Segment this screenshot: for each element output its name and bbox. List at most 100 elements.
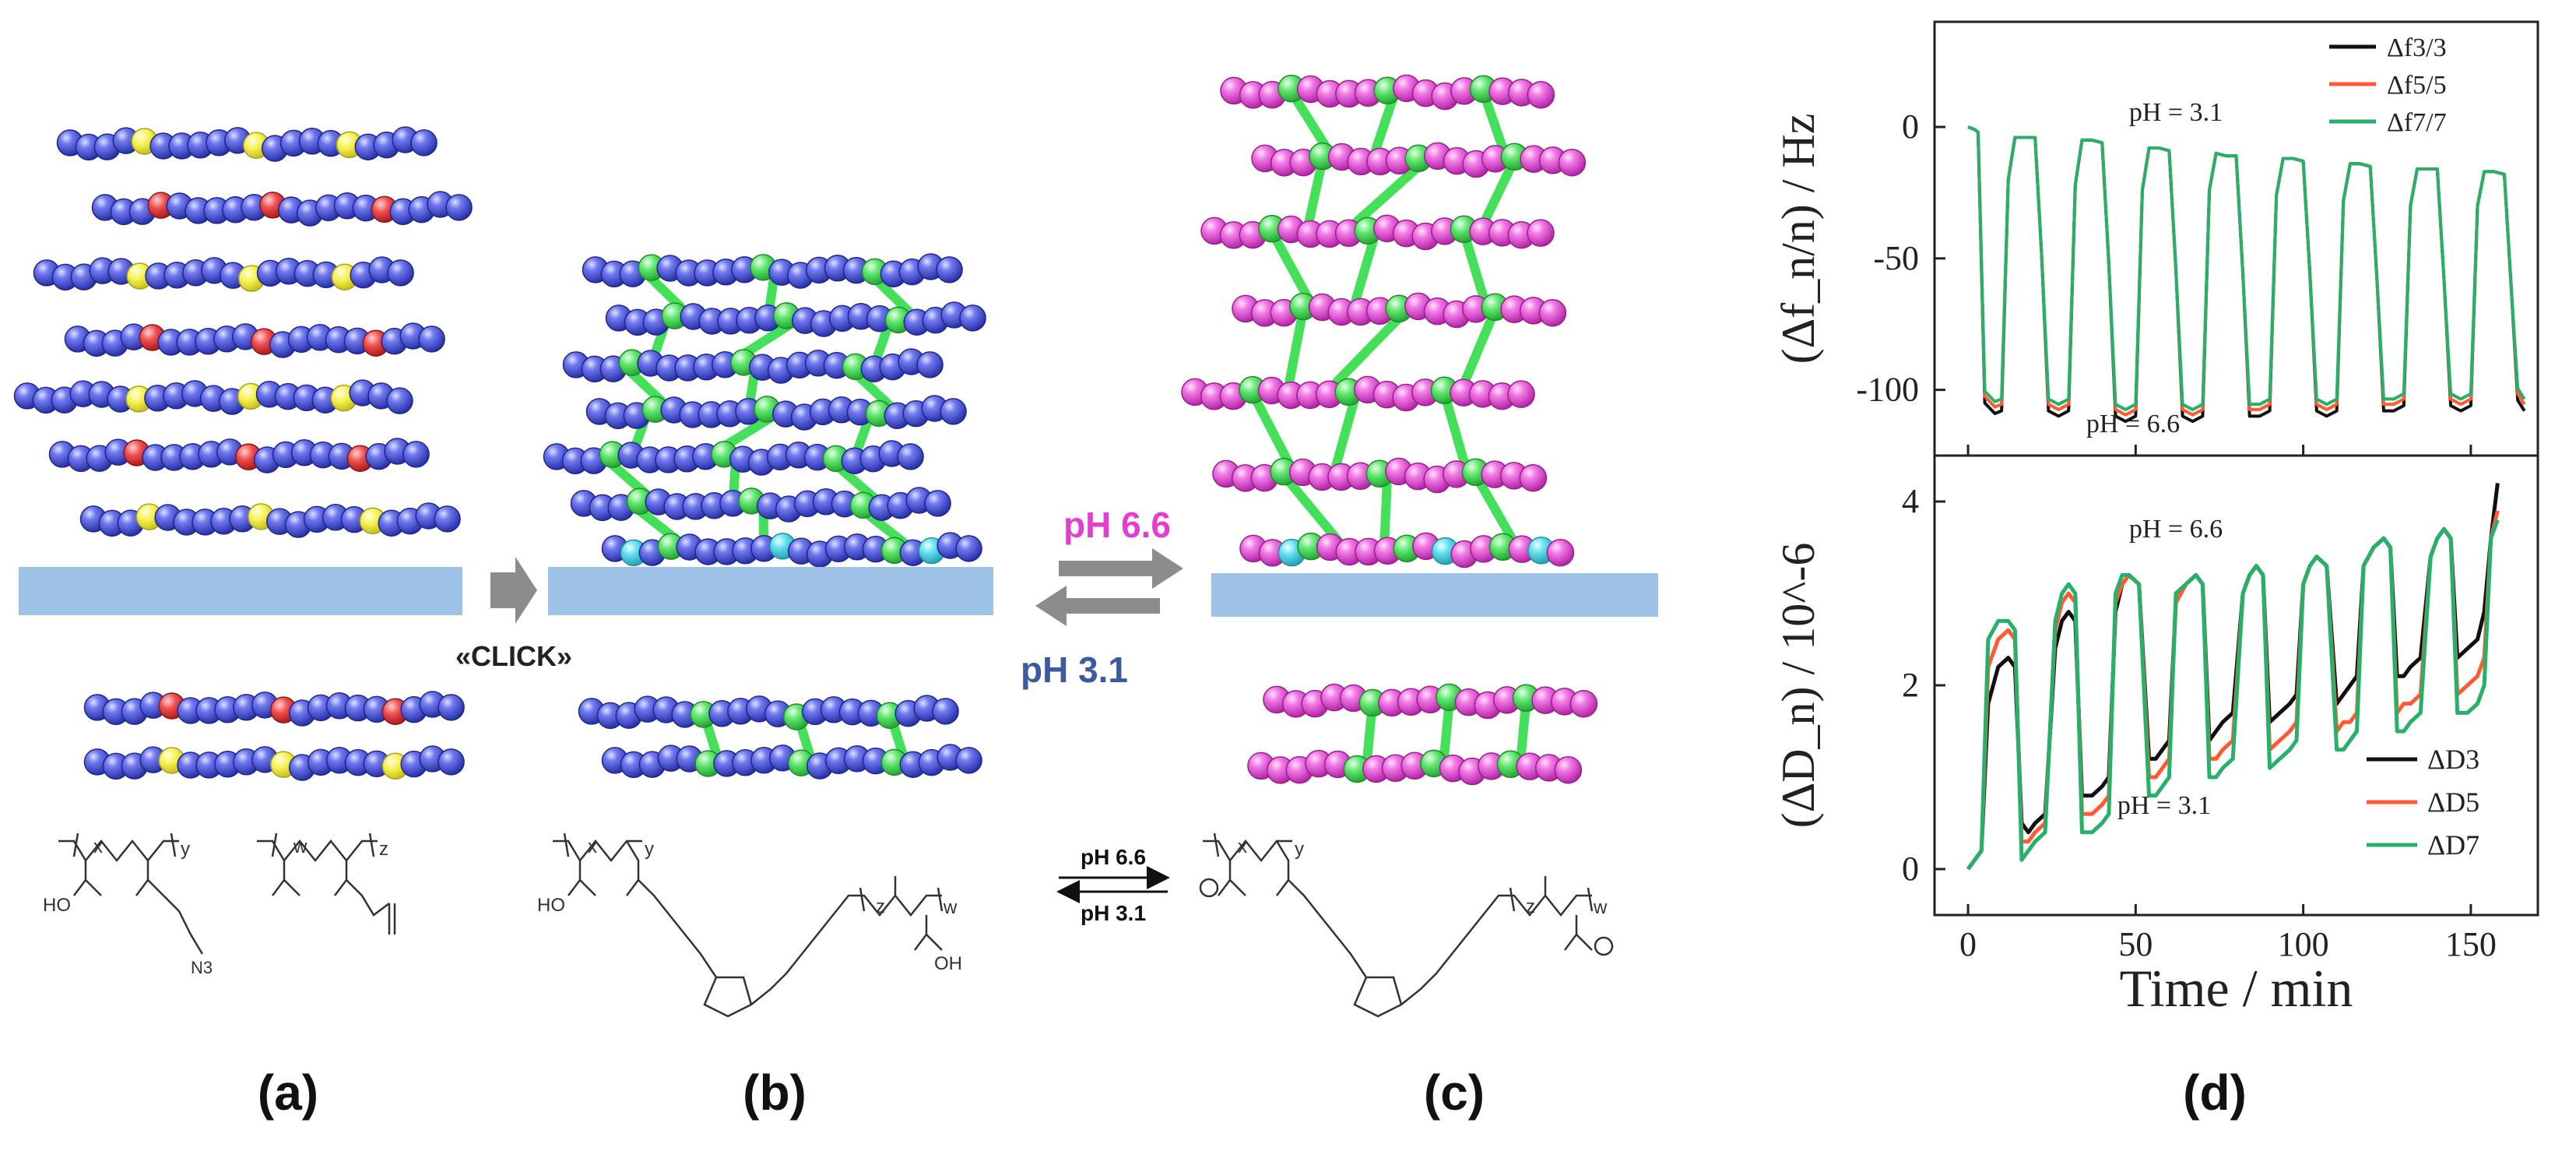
bead: [434, 505, 461, 533]
panel-label-b: (b): [743, 1065, 807, 1121]
legend-entry: ΔD3: [2427, 744, 2479, 775]
chain-b-5: [570, 487, 951, 523]
bead: [386, 387, 413, 414]
chain-c-bottom-1: [1247, 749, 1583, 786]
label-x: x: [588, 836, 597, 857]
chain-b-2: [562, 348, 944, 384]
panel-label-d: (d): [2183, 1065, 2247, 1121]
label-z: z: [876, 896, 885, 917]
y-tick-label: 0: [1902, 850, 1919, 888]
annotation-ph-top-1: pH = 3.1: [2129, 98, 2223, 127]
label-ho: HO: [537, 895, 565, 916]
bead: [1527, 219, 1555, 247]
y-axis-label-bottom: (ΔD_n) / 10^-6: [1773, 543, 1824, 829]
annotation-ph-bottom-2: pH = 3.1: [2117, 791, 2211, 820]
panel-a-chains: [13, 126, 473, 538]
bead: [924, 490, 951, 517]
chain-b-1: [605, 301, 986, 337]
y-tick-label: 0: [1902, 107, 1919, 146]
y-tick-label: 2: [1902, 666, 1919, 704]
chain-a-bottom-0: [83, 691, 465, 727]
chain-a-6: [79, 502, 461, 538]
bead: [1558, 148, 1587, 177]
panel-label-c: (c): [1424, 1065, 1485, 1121]
ph-backward-arrow: [1035, 586, 1160, 626]
chart-top-frame: [1933, 20, 2539, 457]
legend-entry: Δf7/7: [2387, 108, 2447, 137]
bead: [1519, 463, 1548, 492]
chain-a-0: [56, 126, 438, 162]
chain-a-4: [13, 379, 413, 415]
ph-backward-small-label: pH 3.1: [1081, 901, 1146, 925]
panel-label-a: (a): [258, 1065, 318, 1121]
chain-c-6: [1239, 532, 1575, 568]
legend-entry: Δf5/5: [2387, 71, 2447, 100]
y-tick-label: -100: [1856, 371, 1919, 409]
charge-icon: [1594, 936, 1614, 956]
bead: [1569, 689, 1598, 718]
panel-c-bottom-chains: [1247, 683, 1598, 786]
ph-switch-arrows: pH 6.6 pH 3.1: [1021, 505, 1183, 690]
bead: [955, 747, 982, 774]
panel-a-substrate: [19, 567, 462, 615]
ph-forward-label: pH 6.6: [1063, 505, 1171, 545]
panel-b-bottom-chains: [578, 695, 982, 780]
bead: [1546, 538, 1575, 567]
y-tick-label: 4: [1902, 482, 1919, 520]
chain-c-3: [1232, 292, 1567, 329]
chart-axes: [1933, 20, 2539, 917]
chain-c-2: [1200, 214, 1555, 251]
chain-b-6: [601, 532, 982, 568]
ph-forward-small-label: pH 6.6: [1081, 845, 1146, 869]
bead: [402, 441, 430, 468]
bead: [916, 351, 944, 378]
panel-b-substrate: [548, 567, 993, 615]
click-arrow: «CLICK»: [455, 557, 572, 672]
annotation-ph-bottom-1: pH = 6.6: [2129, 515, 2223, 544]
label-y: y: [181, 839, 190, 860]
label-oh: OH: [934, 953, 962, 974]
bead: [1554, 755, 1583, 784]
panel-c-substrate: [1211, 573, 1658, 617]
chart-bottom-series: [1966, 483, 2500, 871]
legend-entry: ΔD5: [2427, 787, 2479, 818]
ph-backward-label: pH 3.1: [1021, 649, 1128, 690]
x-tick-label: 50: [2118, 925, 2153, 963]
label-y: y: [1295, 839, 1304, 860]
crosslink: [1348, 227, 1381, 315]
bead: [959, 304, 986, 332]
x-tick-label: 0: [1959, 925, 1977, 963]
label-n3: N3: [191, 958, 213, 977]
chain-b-bottom-0: [578, 695, 959, 730]
label-z: z: [1526, 896, 1535, 917]
x-axis-label: Time / min: [2120, 959, 2353, 1018]
chain-c-5: [1212, 457, 1548, 494]
label-x: x: [93, 836, 103, 857]
crosslink: [1459, 227, 1492, 315]
bead: [1507, 380, 1535, 408]
x-tick-label: 150: [2445, 925, 2497, 963]
bead: [438, 694, 465, 721]
panel-b-chains: [543, 253, 986, 568]
click-label: «CLICK»: [455, 640, 572, 672]
chain-b-bottom-1: [601, 744, 982, 780]
crosslink: [1340, 155, 1432, 237]
label-w: w: [1593, 897, 1608, 918]
charge-icon: [1199, 878, 1219, 898]
bead: [1538, 298, 1567, 327]
chain-a-1: [91, 191, 473, 227]
bead: [445, 194, 473, 221]
chain-c-1: [1251, 142, 1587, 178]
label-w: w: [293, 836, 308, 857]
legend-entry: Δf3/3: [2387, 33, 2447, 62]
y-axis-label-top: (Δf_n/n) / Hz: [1773, 114, 1824, 364]
chain-a-2: [33, 256, 414, 292]
